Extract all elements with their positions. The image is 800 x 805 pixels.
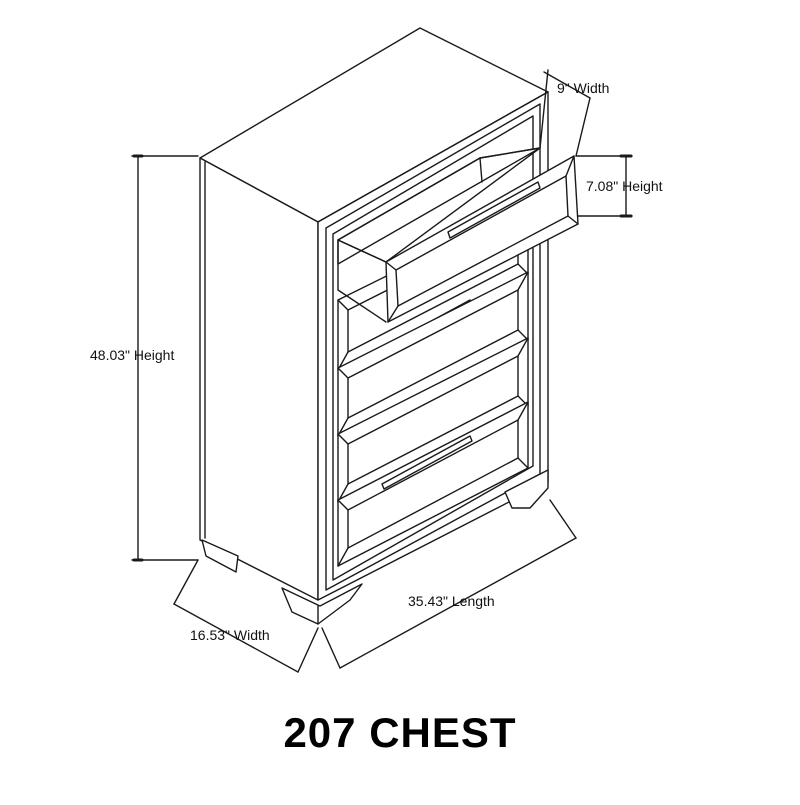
label-drawer-width: 9" Width: [557, 80, 610, 96]
label-drawer-height: 7.08" Height: [586, 178, 663, 194]
label-length: 35.43" Length: [408, 593, 495, 609]
foot-front-right: [505, 470, 548, 508]
dim-drawer-width: [540, 70, 590, 156]
dim-depth: [174, 560, 318, 672]
diagram-title: 207 CHEST: [283, 709, 517, 756]
drawer-5: [338, 402, 528, 566]
foot-back-left: [202, 540, 238, 572]
dim-overall-height: [132, 156, 198, 560]
label-overall-height: 48.03" Height: [90, 347, 175, 363]
label-depth: 16.53" Width: [190, 627, 270, 643]
foot-front-left: [282, 584, 362, 624]
dim-length: [322, 500, 576, 668]
dim-drawer-height: [576, 156, 632, 216]
drawer-1-open: [338, 148, 578, 322]
chest-side-panel: [200, 158, 318, 600]
